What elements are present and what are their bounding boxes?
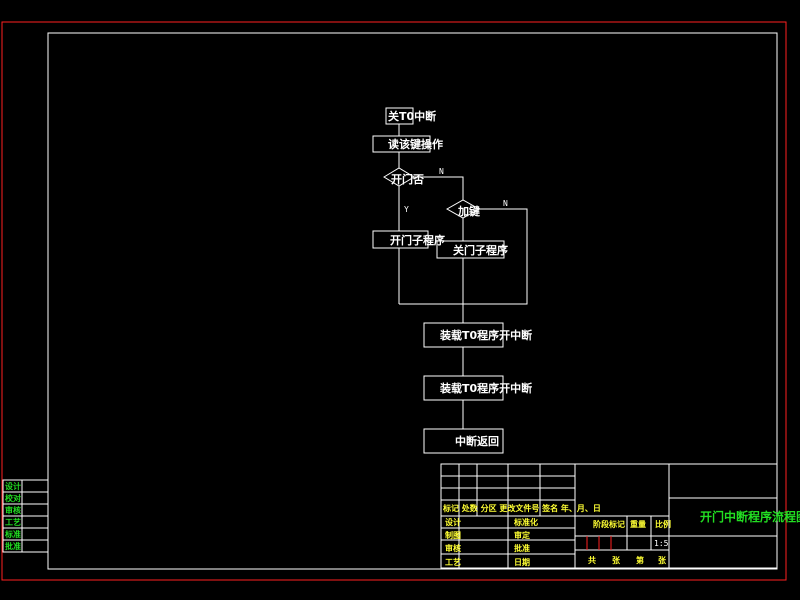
side-label-5: 批准 [5, 541, 21, 551]
side-label-4: 标准 [4, 529, 21, 539]
tb-approve: 批准 [514, 543, 530, 553]
tb-sheet-total: 共 [588, 555, 596, 565]
tb-date: 日期 [514, 557, 530, 567]
label-n1: N [439, 167, 444, 176]
node-close-door-sub: 关门子程序 [453, 243, 508, 257]
side-label-3: 工艺 [5, 517, 21, 527]
node-read-key: 读该键操作 [388, 137, 443, 151]
label-y1: Y [404, 205, 409, 214]
tb-sheet-word2: 张 [658, 556, 667, 565]
tb-weight: 重量 [630, 519, 646, 529]
edge-no [414, 176, 464, 200]
tb-sheet-no: 第 [636, 555, 644, 565]
node-return-box [423, 428, 504, 454]
node-read-key-box [372, 135, 431, 153]
side-label-block: 设计 校对 审核 工艺 标准 批准 [2, 479, 49, 553]
side-label-1: 校对 [5, 493, 21, 503]
node-close-t0: 关T0中断 [388, 109, 436, 123]
node-load-t0-b: 装载T0程序开中断 [439, 381, 532, 395]
drawing-title: 开门中断程序流程图 [700, 509, 800, 524]
inner-frame [47, 32, 778, 570]
tb-sheet-word: 张 [612, 556, 621, 565]
node-open-door-q: 开门否 [391, 172, 424, 186]
node-open-door-sub-box [372, 230, 429, 249]
label-n2: N [503, 199, 508, 208]
node-close-door-sub-box [436, 240, 505, 259]
revision-row-text: 标记 处数 分区 更改文件号 签名 年、月、日 [442, 503, 601, 513]
outer-border [1, 21, 787, 581]
node-open-door-sub: 开门子程序 [390, 233, 445, 247]
side-label-0: 设计 [5, 481, 21, 491]
node-add-q: 加键 [457, 204, 481, 218]
tb-stage: 阶段标记 [593, 519, 625, 529]
tb-standard: 标准化 [513, 517, 538, 527]
tb-process: 工艺 [445, 557, 461, 567]
tb-check: 审定 [514, 530, 530, 540]
tb-review: 审核 [445, 543, 461, 553]
title-block: 标记 处数 分区 更改文件号 签名 年、月、日 设计 制图 审核 工艺 标准化 … [440, 463, 800, 569]
tb-scale-value: 1:5 [654, 539, 669, 548]
tb-scale: 比例 [655, 519, 671, 529]
node-int-return: 中断返回 [455, 434, 499, 448]
side-label-2: 审核 [5, 505, 21, 515]
tb-design: 设计 [445, 517, 461, 527]
flowchart: 关T0中断 读该键操作 开门否 N Y 加键 N 开门子程序 关门子程序 装载T… [372, 107, 532, 454]
node-load-t0-a: 装载T0程序开中断 [439, 328, 532, 342]
tb-draw: 制图 [445, 530, 461, 540]
